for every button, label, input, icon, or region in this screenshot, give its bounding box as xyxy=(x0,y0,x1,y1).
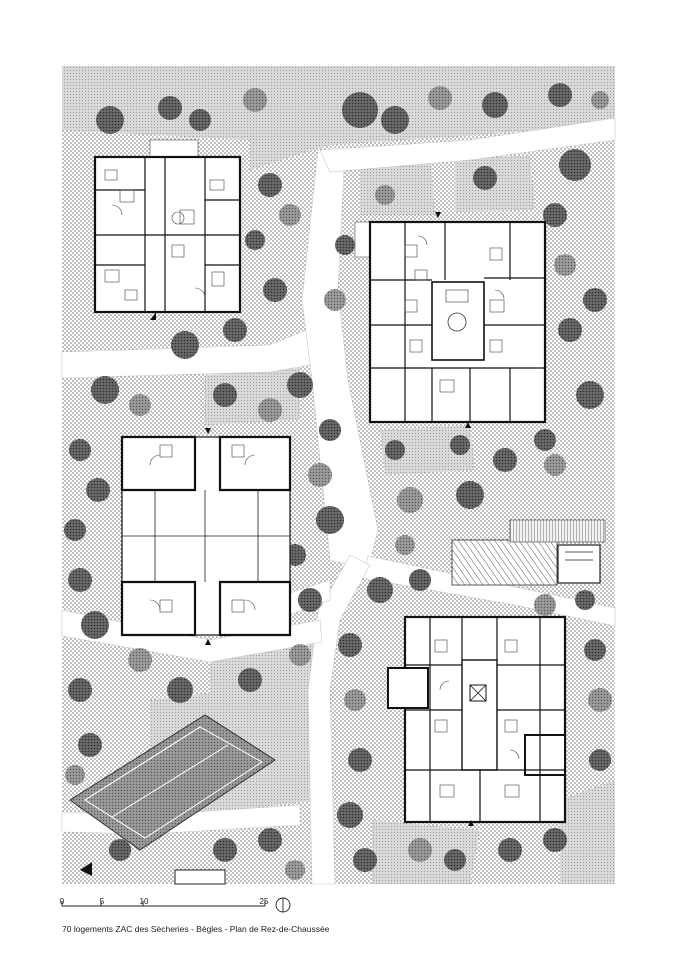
tree-canopy xyxy=(381,106,409,134)
tree-canopy xyxy=(335,235,355,255)
tree-canopy xyxy=(543,828,567,852)
tree-canopy xyxy=(64,519,86,541)
tree-canopy xyxy=(344,689,366,711)
tree-canopy xyxy=(189,109,211,131)
hatched-garden xyxy=(451,519,606,586)
tree-canopy xyxy=(534,429,556,451)
scale-tick-25: 25 xyxy=(259,897,269,906)
tree-canopy xyxy=(316,506,344,534)
tree-canopy xyxy=(473,166,497,190)
building-a xyxy=(93,139,242,320)
tree-canopy xyxy=(409,569,431,591)
tree-canopy xyxy=(289,644,311,666)
tree-canopy xyxy=(129,394,151,416)
tree-canopy xyxy=(493,448,517,472)
tree-canopy xyxy=(96,106,124,134)
tree-canopy xyxy=(482,92,508,118)
tree-canopy xyxy=(213,838,237,862)
tree-canopy xyxy=(258,398,282,422)
tree-canopy xyxy=(158,96,182,120)
tree-canopy xyxy=(279,204,301,226)
plan-caption: 70 logements ZAC des Sècheries - Bègles … xyxy=(62,924,330,934)
building-c xyxy=(120,428,292,645)
parking-area xyxy=(69,714,276,885)
tree-canopy xyxy=(367,577,393,603)
tree-canopy xyxy=(245,230,265,250)
tree-canopy xyxy=(65,765,85,785)
tree-canopy xyxy=(397,487,423,513)
tree-canopy xyxy=(338,633,362,657)
tree-canopy xyxy=(109,839,131,861)
tree-canopy xyxy=(450,435,470,455)
building-b xyxy=(354,212,547,428)
tree-canopy xyxy=(68,678,92,702)
tree-canopy xyxy=(583,288,607,312)
scale-tick-0: 0 xyxy=(59,897,65,906)
tree-canopy xyxy=(395,535,415,555)
tree-canopy xyxy=(91,376,119,404)
tree-canopy xyxy=(408,838,432,862)
tree-canopy xyxy=(69,439,91,461)
building-d xyxy=(387,615,567,826)
tree-canopy xyxy=(258,173,282,197)
trees xyxy=(64,83,612,880)
tree-canopy xyxy=(128,648,152,672)
tree-canopy xyxy=(287,372,313,398)
tree-canopy xyxy=(558,318,582,342)
tree-canopy xyxy=(428,86,452,110)
tree-canopy xyxy=(213,383,237,407)
tree-canopy xyxy=(385,440,405,460)
tree-canopy xyxy=(554,254,576,276)
tree-canopy xyxy=(258,828,282,852)
tree-canopy xyxy=(342,92,378,128)
tree-canopy xyxy=(584,639,606,661)
tree-canopy xyxy=(78,733,102,757)
tree-canopy xyxy=(589,749,611,771)
tree-canopy xyxy=(81,611,109,639)
tree-canopy xyxy=(548,83,572,107)
tree-canopy xyxy=(559,149,591,181)
tree-canopy xyxy=(243,88,267,112)
tree-canopy xyxy=(544,454,566,476)
tree-canopy xyxy=(68,568,92,592)
tree-canopy xyxy=(543,203,567,227)
tree-canopy xyxy=(337,802,363,828)
tree-canopy xyxy=(167,677,193,703)
tree-canopy xyxy=(353,848,377,872)
tree-canopy xyxy=(308,463,332,487)
north-arrow-icon xyxy=(275,897,291,913)
tree-canopy xyxy=(319,419,341,441)
tree-canopy xyxy=(375,185,395,205)
tree-canopy xyxy=(348,748,372,772)
scale-tick-5: 5 xyxy=(99,897,105,906)
tree-canopy xyxy=(86,478,110,502)
tree-canopy xyxy=(591,91,609,109)
tree-canopy xyxy=(263,278,287,302)
tree-canopy xyxy=(324,289,346,311)
scale-tick-10: 10 xyxy=(139,897,149,906)
tree-canopy xyxy=(238,668,262,692)
tree-canopy xyxy=(285,860,305,880)
tree-canopy xyxy=(171,331,199,359)
tree-canopy xyxy=(575,590,595,610)
tree-canopy xyxy=(223,318,247,342)
tree-canopy xyxy=(588,688,612,712)
tree-canopy xyxy=(576,381,604,409)
tree-canopy xyxy=(534,594,556,616)
tree-canopy xyxy=(498,838,522,862)
tree-canopy xyxy=(298,588,322,612)
tree-canopy xyxy=(456,481,484,509)
tree-canopy xyxy=(444,849,466,871)
